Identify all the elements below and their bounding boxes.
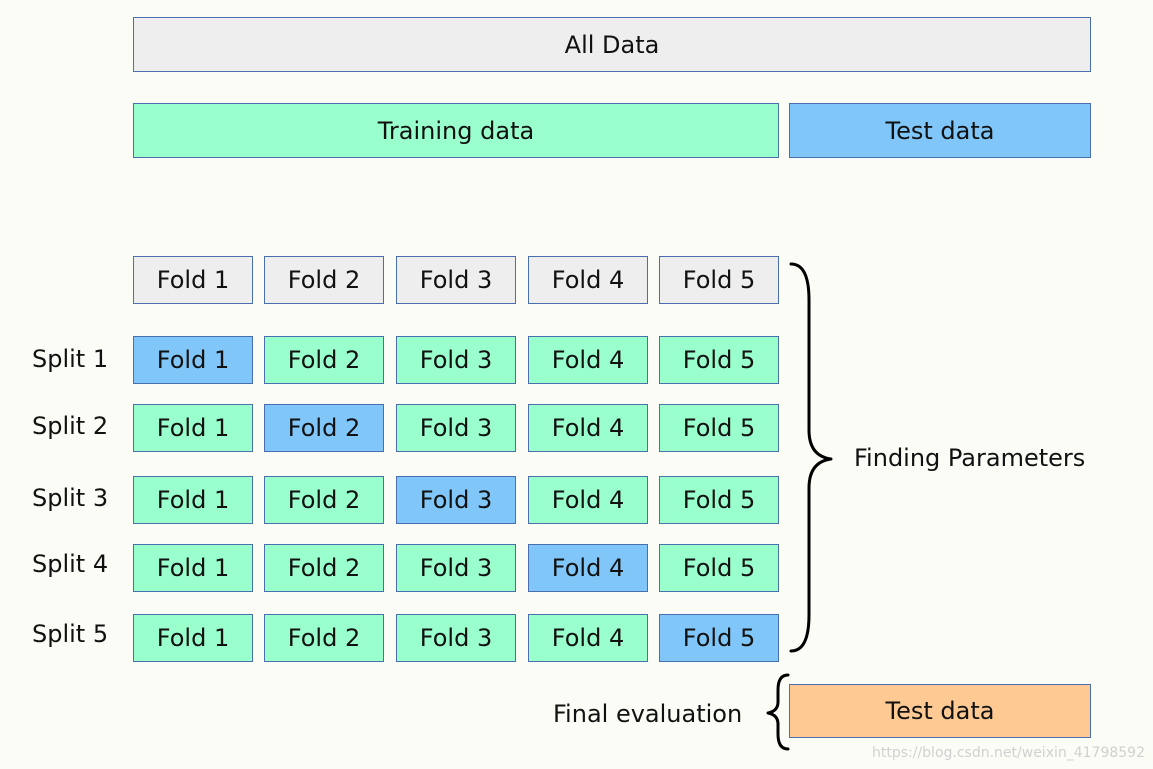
split-1-fold-2: Fold 2 <box>264 336 384 384</box>
training-data-label: Training data <box>377 116 535 145</box>
split-4-fold-3: Fold 3 <box>396 544 516 592</box>
finding-parameters-label: Finding Parameters <box>854 444 1086 472</box>
split-1-fold-5: Fold 5 <box>659 336 779 384</box>
split-label-5: Split 5 <box>32 620 109 648</box>
split-2-fold-4: Fold 4 <box>528 404 648 452</box>
fold-header-2: Fold 2 <box>264 256 384 304</box>
split-3-fold-3: Fold 3 <box>396 476 516 524</box>
split-1-fold-3: Fold 3 <box>396 336 516 384</box>
split-5-fold-3: Fold 3 <box>396 614 516 662</box>
split-1-fold-4: Fold 4 <box>528 336 648 384</box>
split-4-fold-2: Fold 2 <box>264 544 384 592</box>
split-label-3: Split 3 <box>32 484 109 512</box>
all-data-box: All Data <box>133 17 1091 72</box>
final-evaluation-label: Final evaluation <box>553 700 743 728</box>
split-2-fold-1: Fold 1 <box>133 404 253 452</box>
split-3-fold-2: Fold 2 <box>264 476 384 524</box>
split-5-fold-4: Fold 4 <box>528 614 648 662</box>
fold-header-5: Fold 5 <box>659 256 779 304</box>
split-4-fold-1: Fold 1 <box>133 544 253 592</box>
split-2-fold-3: Fold 3 <box>396 404 516 452</box>
split-2-fold-2: Fold 2 <box>264 404 384 452</box>
final-evaluation-brace <box>766 673 790 751</box>
all-data-label: All Data <box>564 30 660 59</box>
test-data-box-top: Test data <box>789 103 1091 158</box>
split-2-fold-5: Fold 5 <box>659 404 779 452</box>
fold-header-1: Fold 1 <box>133 256 253 304</box>
test-data-label-top: Test data <box>885 116 995 145</box>
split-label-4: Split 4 <box>32 550 109 578</box>
split-4-fold-4: Fold 4 <box>528 544 648 592</box>
split-4-fold-5: Fold 5 <box>659 544 779 592</box>
fold-header-3: Fold 3 <box>396 256 516 304</box>
split-5-fold-1: Fold 1 <box>133 614 253 662</box>
finding-parameters-brace <box>789 262 833 653</box>
test-data-label-final: Test data <box>885 697 995 725</box>
split-label-1: Split 1 <box>32 345 109 373</box>
split-5-fold-5: Fold 5 <box>659 614 779 662</box>
split-3-fold-1: Fold 1 <box>133 476 253 524</box>
split-3-fold-4: Fold 4 <box>528 476 648 524</box>
watermark-text: https://blog.csdn.net/weixin_41798592 <box>871 745 1145 761</box>
split-3-fold-5: Fold 5 <box>659 476 779 524</box>
split-5-fold-2: Fold 2 <box>264 614 384 662</box>
test-data-box-final: Test data <box>789 684 1091 738</box>
split-1-fold-1: Fold 1 <box>133 336 253 384</box>
training-data-box: Training data <box>133 103 779 158</box>
fold-header-4: Fold 4 <box>528 256 648 304</box>
split-label-2: Split 2 <box>32 412 109 440</box>
